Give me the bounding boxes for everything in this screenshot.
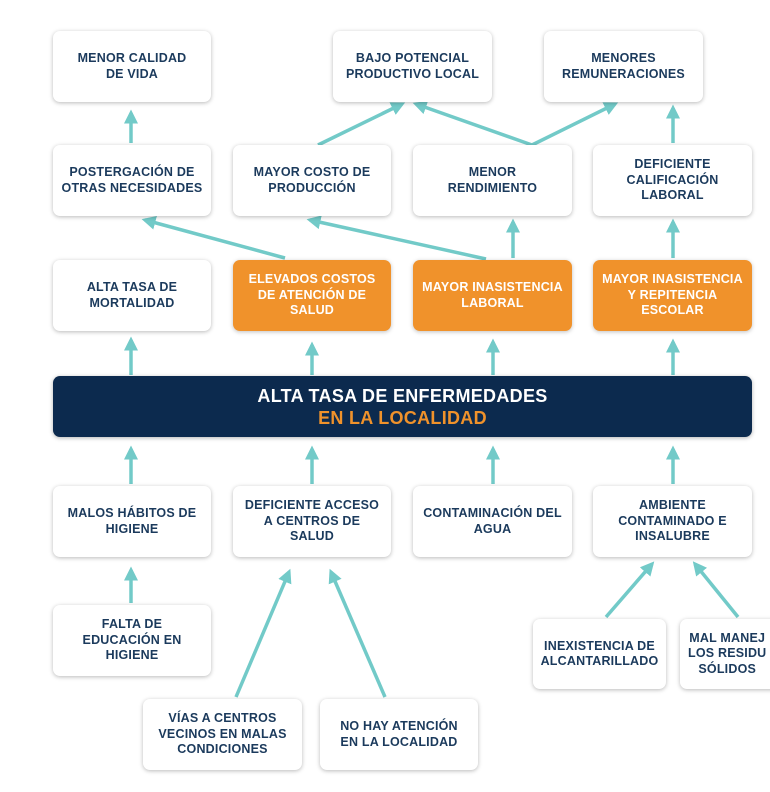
arrow: [604, 561, 655, 619]
effect-elevados-costos-atencion: ELEVADOS COSTOS DE ATENCIÓN DE SALUD: [233, 260, 391, 331]
cause-contaminacion-agua: CONTAMINACIÓN DEL AGUA: [413, 486, 572, 557]
effect-mayor-inasistencia-laboral: MAYOR INASISTENCIA LABORAL: [413, 260, 572, 331]
effect-mayor-inasistencia-escolar: MAYOR INASISTENCIA Y REPITENCIA ESCOLAR: [593, 260, 752, 331]
effect-bajo-potencial-productivo: BAJO POTENCIAL PRODUCTIVO LOCAL: [333, 31, 492, 102]
effect-alta-tasa-mortalidad: ALTA TASA DE MORTALIDAD: [53, 260, 211, 331]
arrow: [692, 561, 740, 619]
cause-mal-manejo-residuos: MAL MANEJ LOS RESIDU SÓLIDOS: [680, 619, 770, 689]
effect-deficiente-calificacion-laboral: DEFICIENTE CALIFICACIÓN LABORAL: [593, 145, 752, 216]
central-problem: ALTA TASA DE ENFERMEDADES EN LA LOCALIDA…: [53, 376, 752, 437]
effect-menor-calidad-de-vida: MENOR CALIDAD DE VIDA: [53, 31, 211, 102]
arrow: [317, 102, 406, 147]
cause-deficiente-acceso-salud: DEFICIENTE ACCESO A CENTROS DE SALUD: [233, 486, 391, 557]
effect-menor-rendimiento: MENOR RENDIMIENTO: [413, 145, 572, 216]
central-problem-line1: ALTA TASA DE ENFERMEDADES: [257, 385, 548, 406]
cause-ambiente-contaminado: AMBIENTE CONTAMINADO E INSALUBRE: [593, 486, 752, 557]
arrow: [412, 100, 533, 147]
cause-malos-habitos-higiene: MALOS HÁBITOS DE HIGIENE: [53, 486, 211, 557]
arrow: [531, 102, 619, 147]
arrow: [306, 215, 487, 261]
arrow: [234, 568, 292, 698]
arrow: [328, 568, 387, 698]
effect-mayor-costo-produccion: MAYOR COSTO DE PRODUCCIÓN: [233, 145, 391, 216]
cause-falta-educacion-higiene: FALTA DE EDUCACIÓN EN HIGIENE: [53, 605, 211, 676]
cause-vias-centros-vecinos: VÍAS A CENTROS VECINOS EN MALAS CONDICIO…: [143, 699, 302, 770]
arrow: [141, 215, 286, 260]
central-problem-line2: EN LA LOCALIDAD: [318, 407, 487, 428]
effect-menores-remuneraciones: MENORES REMUNERACIONES: [544, 31, 703, 102]
cause-inexistencia-alcantarillado: INEXISTENCIA DE ALCANTARILLADO: [533, 619, 666, 689]
effect-postergacion-necesidades: POSTERGACIÓN DE OTRAS NECESIDADES: [53, 145, 211, 216]
cause-no-hay-atencion: NO HAY ATENCIÓN EN LA LOCALIDAD: [320, 699, 478, 770]
